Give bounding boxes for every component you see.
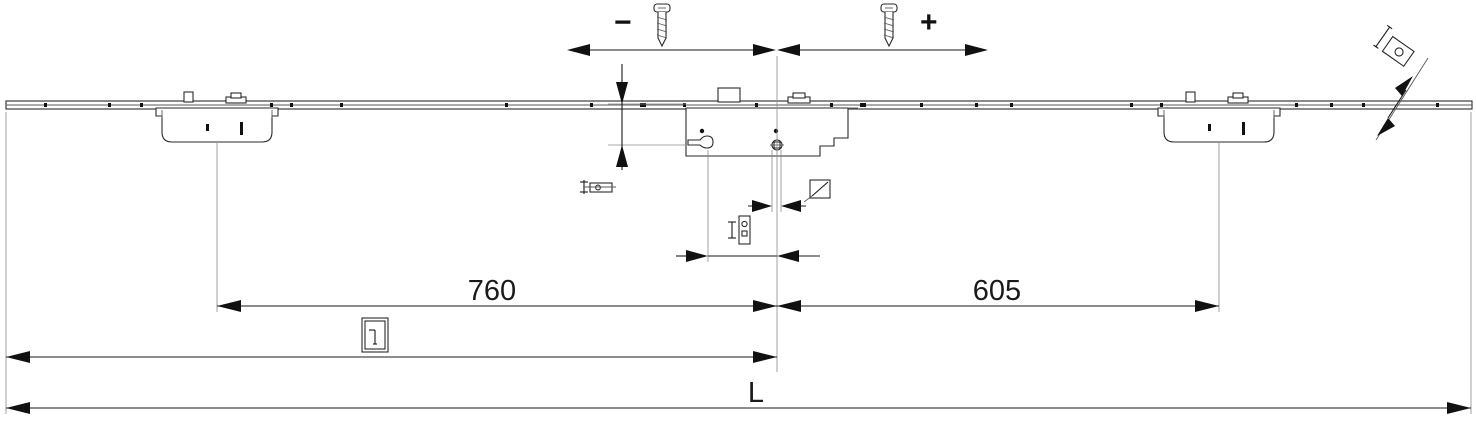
handle-height-dimension xyxy=(6,317,777,363)
plus-label: + xyxy=(920,6,938,39)
screw-icon xyxy=(653,3,671,48)
cylinder-spindle-dimension xyxy=(676,150,820,262)
backset-dimension xyxy=(580,64,686,194)
minus-label: − xyxy=(614,6,632,39)
spindle-dimension xyxy=(748,179,831,212)
left-hook-lock xyxy=(155,91,279,143)
dimension-total-length: L xyxy=(6,377,1471,414)
dimension-760-label: 760 xyxy=(468,275,516,307)
rotation-angle-icon xyxy=(1373,24,1415,67)
distance-icon xyxy=(728,215,751,245)
dimension-l-label: L xyxy=(748,377,764,409)
dimension-605: 605 xyxy=(777,275,1219,312)
rotation-dimension xyxy=(1373,24,1429,141)
dimension-605-label: 605 xyxy=(973,275,1021,307)
square-spindle-icon xyxy=(803,179,831,203)
door-handle-height-icon xyxy=(361,317,389,353)
backset-icon xyxy=(580,180,616,194)
main-lock-case xyxy=(685,87,858,157)
dimension-760: 760 xyxy=(217,275,777,312)
screw-icon xyxy=(880,3,898,48)
right-hook-lock xyxy=(1157,91,1281,143)
adjustment-indicator: − + xyxy=(567,3,988,56)
